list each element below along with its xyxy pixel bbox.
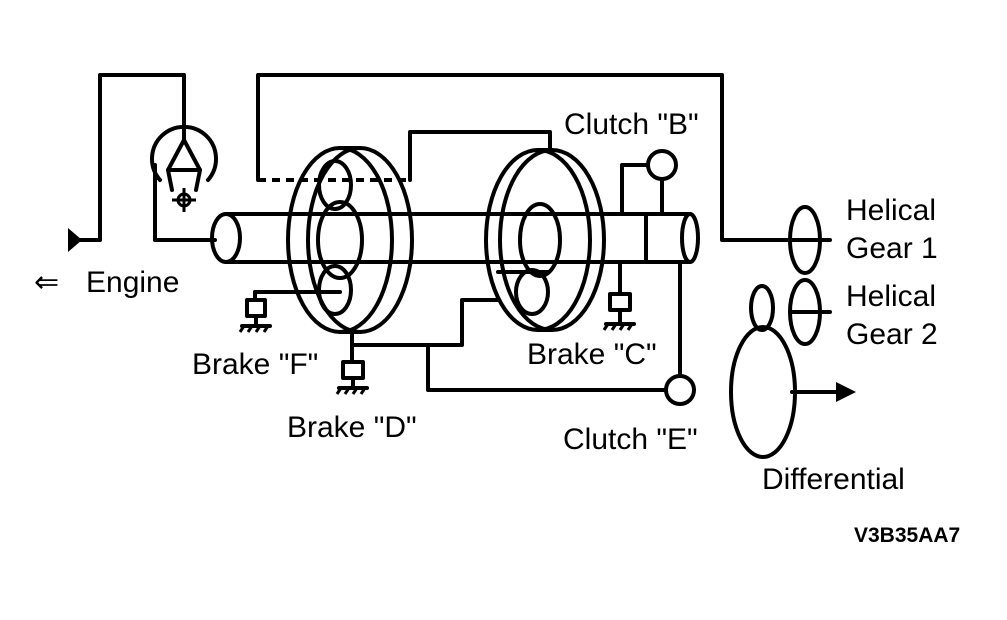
brake-c-symbol bbox=[602, 260, 636, 331]
brake-f-label: Brake "F" bbox=[192, 348, 319, 381]
clutch-b-output-line bbox=[256, 73, 792, 242]
brake-c-label: Brake "C" bbox=[527, 338, 657, 371]
differential-symbol bbox=[729, 284, 856, 459]
differential-label: Differential bbox=[762, 463, 905, 496]
figure-code: V3B35AA7 bbox=[854, 524, 961, 547]
engine-connection-lines bbox=[68, 73, 217, 252]
clutch-b-symbol bbox=[620, 149, 678, 216]
helical-gear-2-label-line1: Helical bbox=[846, 280, 937, 313]
planetary-drum-1 bbox=[258, 130, 552, 334]
clutch-e-symbol bbox=[426, 260, 696, 406]
helical-gear-1-label-line2: Gear 1 bbox=[846, 232, 938, 265]
planetary-drum-2 bbox=[484, 148, 606, 332]
helical-gear-2-label-line2: Gear 2 bbox=[846, 318, 938, 351]
helical-gear-1-label-line1: Helical bbox=[846, 194, 937, 227]
engine-label: Engine bbox=[86, 266, 180, 299]
helical-gears bbox=[788, 205, 832, 346]
brake-f-symbol bbox=[238, 290, 342, 333]
clutch-b-label: Clutch "B" bbox=[564, 108, 699, 141]
brake-d-label: Brake "D" bbox=[287, 411, 417, 444]
clutch-e-label: Clutch "E" bbox=[563, 423, 698, 456]
torque-converter-symbol bbox=[150, 108, 218, 212]
brake-d-symbol bbox=[335, 298, 500, 395]
main-shaft bbox=[210, 212, 700, 264]
engine-arrow-icon: ⇐ bbox=[34, 266, 60, 299]
